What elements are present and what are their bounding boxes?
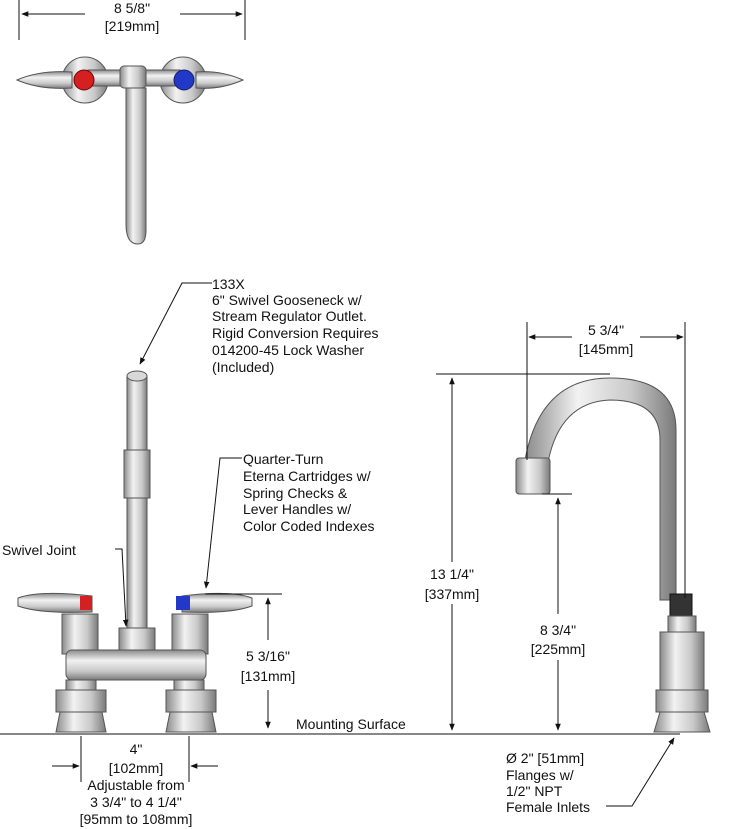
gooseneck-part-number: 133X [212, 276, 245, 292]
gooseneck-tube [126, 375, 148, 633]
side-stream-regulator [515, 457, 551, 495]
flange-callout-line-4: Female Inlets [506, 799, 591, 815]
top-width-mm: [219mm] [104, 18, 160, 34]
top-width-in: 8 5/8" [113, 0, 151, 16]
cold-index-icon [173, 69, 195, 91]
handle-height-in: 5 3/16" [246, 648, 290, 664]
cartridge-callout-line-5: Color Coded Indexes [243, 518, 375, 534]
reach-mm: [145mm] [578, 341, 634, 357]
flange-callout-line-3: 1/2" NPT [506, 783, 563, 799]
adjustable-line-2: 3 3/4" to 4 1/4" [90, 794, 182, 810]
cartridge-callout-line-2: Eterna Cartridges w/ [243, 468, 371, 484]
top-lever-right [195, 71, 245, 89]
top-spout [125, 87, 147, 245]
front-hot-index [80, 596, 92, 610]
cartridge-callout-line-4: Lever Handles w/ [243, 501, 352, 517]
gooseneck-leader [139, 282, 212, 365]
gooseneck-callout-line-5: (Included) [212, 359, 275, 375]
faucet-body [65, 649, 207, 681]
adjustable-line-3: [95mm to 108mm] [79, 811, 193, 827]
flange-callout-line-2: Flanges w/ [506, 767, 574, 783]
top-view [15, 0, 246, 245]
side-flange [653, 711, 711, 733]
flange-callout-line-1: Ø 2" [51mm] [506, 750, 585, 766]
center-dim-mm: [102mm] [108, 760, 164, 776]
adjustable-line-1: Adjustable from [87, 777, 185, 793]
center-dim-in: 4" [129, 741, 143, 757]
top-lever-left [15, 71, 73, 89]
side-annotations [436, 322, 686, 807]
cartridge-callout-line-3: Spring Checks & [243, 485, 348, 501]
hot-index-icon [73, 69, 95, 91]
side-flange-nut [655, 689, 709, 713]
swivel-joint-nut [118, 627, 156, 651]
gooseneck-outlet [126, 370, 148, 382]
gooseneck-callout-line-3: Rigid Conversion Requires [212, 325, 379, 341]
spout-height-mm: [225mm] [530, 641, 586, 657]
reach-in: 5 3/4" [587, 322, 625, 338]
swivel-joint-leader [115, 548, 129, 627]
flange-right [165, 711, 217, 733]
flange-left [55, 711, 107, 733]
stream-regulator-collar [123, 449, 151, 499]
front-view [17, 370, 253, 733]
spout-height-in: 8 3/4" [539, 622, 577, 638]
cartridge-right [171, 613, 209, 655]
cartridge-callout-line-1: Quarter-Turn [243, 451, 324, 467]
mounting-surface-label: Mounting Surface [296, 716, 406, 732]
side-swivel-collar [669, 593, 693, 617]
front-cold-index [176, 596, 190, 610]
total-height-in: 13 1/4" [430, 566, 474, 582]
swivel-joint-label: Swivel Joint [2, 542, 76, 558]
cartridge-leader [203, 457, 242, 589]
side-view [515, 377, 711, 733]
total-height-mm: [337mm] [424, 586, 480, 602]
gooseneck-callout-line-2: Stream Regulator Outlet. [212, 308, 367, 324]
front-annotations [0, 282, 680, 782]
front-lever-left [17, 592, 93, 613]
front-lever-right [181, 592, 253, 613]
cartridge-left [61, 613, 99, 655]
flange-nut-left [55, 689, 107, 713]
top-center-nut [119, 65, 147, 89]
flange-leader [606, 737, 675, 807]
gooseneck-callout-line-1: 6" Swivel Gooseneck w/ [212, 292, 362, 308]
handle-height-mm: [131mm] [240, 668, 296, 684]
flange-nut-right [165, 689, 217, 713]
side-cartridge [659, 631, 705, 693]
gooseneck-callout-line-4: 014200-45 Lock Washer [212, 342, 365, 358]
